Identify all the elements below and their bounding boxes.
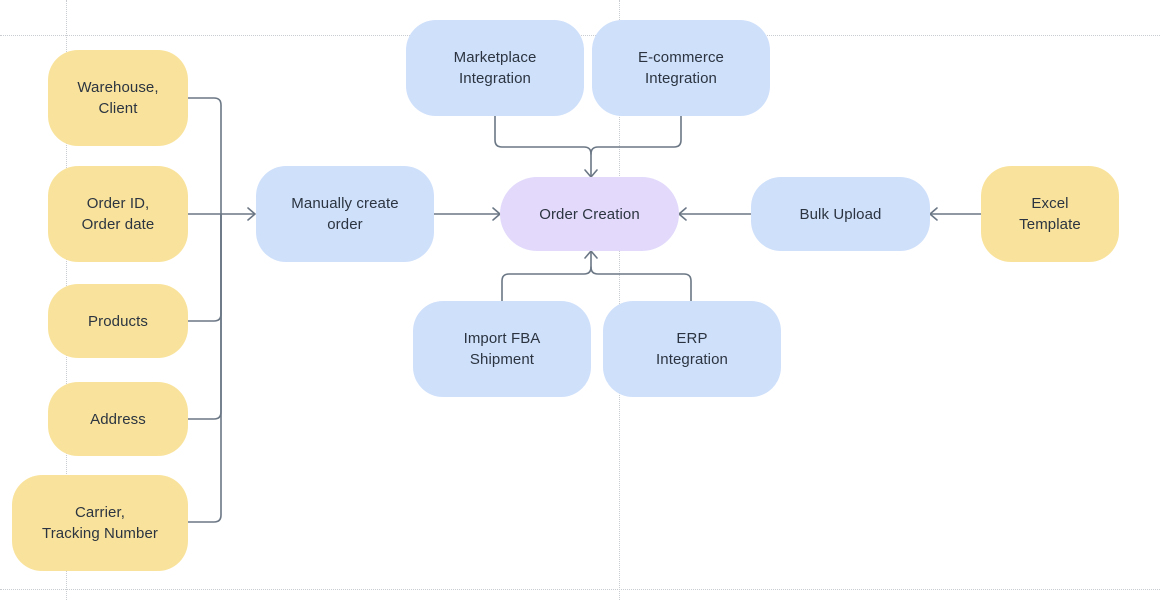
node-excel-template[interactable]: Excel Template — [981, 166, 1119, 262]
edge-fba-to-hub — [501, 250, 592, 302]
node-manual-order[interactable]: Manually create order — [256, 166, 434, 262]
arrowhead — [678, 207, 687, 221]
edge-address-to-manual — [187, 213, 222, 420]
guide-line — [0, 589, 1160, 590]
node-import-fba-shipment[interactable]: Import FBA Shipment — [413, 301, 591, 397]
edge-carrier-to-manual — [187, 213, 222, 523]
node-erp-integration[interactable]: ERP Integration — [603, 301, 781, 397]
edge-ecommerce-to-hub — [590, 115, 682, 155]
arrowhead — [247, 207, 256, 221]
node-marketplace-integration[interactable]: Marketplace Integration — [406, 20, 584, 116]
node-warehouse-client[interactable]: Warehouse, Client — [48, 50, 188, 146]
edge-products-to-manual — [187, 213, 222, 322]
edge-warehouse-to-manual — [187, 97, 222, 215]
arrowhead — [584, 250, 598, 259]
node-order-id-date[interactable]: Order ID, Order date — [48, 166, 188, 262]
arrowhead — [929, 207, 938, 221]
edge-erp-to-hub — [590, 266, 692, 302]
node-bulk-upload[interactable]: Bulk Upload — [751, 177, 930, 251]
node-carrier-tracking[interactable]: Carrier, Tracking Number — [12, 475, 188, 571]
node-products[interactable]: Products — [48, 284, 188, 358]
edge-marketplace-to-hub — [494, 115, 592, 177]
node-order-creation[interactable]: Order Creation — [500, 177, 679, 251]
guide-line — [619, 0, 620, 600]
node-ecommerce-integration[interactable]: E-commerce Integration — [592, 20, 770, 116]
node-address[interactable]: Address — [48, 382, 188, 456]
